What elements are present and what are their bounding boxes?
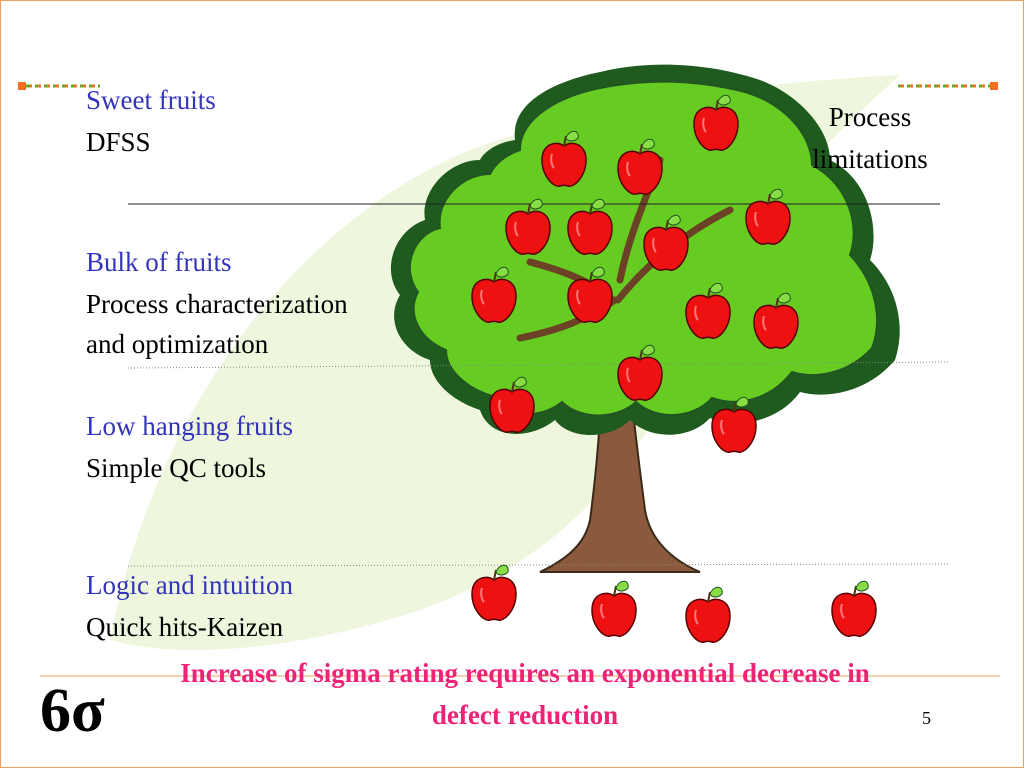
level-1-desc: DFSS [86,127,151,157]
level-2-desc-line1: Process characterization [86,289,348,319]
page-number: 5 [922,708,931,728]
level-2-desc-line2: and optimization [86,329,269,359]
level-4-title: Logic and intuition [86,570,293,600]
process-limitations-line2: limitations [812,144,928,174]
top-right-rule [898,82,998,90]
level-3-desc: Simple QC tools [86,453,267,483]
six-sigma-logo: 6σ [40,677,105,745]
level-1-title: Sweet fruits [86,85,216,115]
footer-message-line2: defect reduction [431,700,619,730]
footer-message-line1: Increase of sigma rating requires an exp… [180,658,870,688]
footer-message: Increase of sigma rating requires an exp… [70,652,980,736]
level-2-title: Bulk of fruits [86,247,232,277]
process-limitations-label: Process limitations [790,96,950,180]
process-limitations-line1: Process [828,102,912,132]
level-4-desc: Quick hits-Kaizen [86,612,284,642]
top-left-rule [18,82,100,90]
level-3-title: Low hanging fruits [86,411,293,441]
